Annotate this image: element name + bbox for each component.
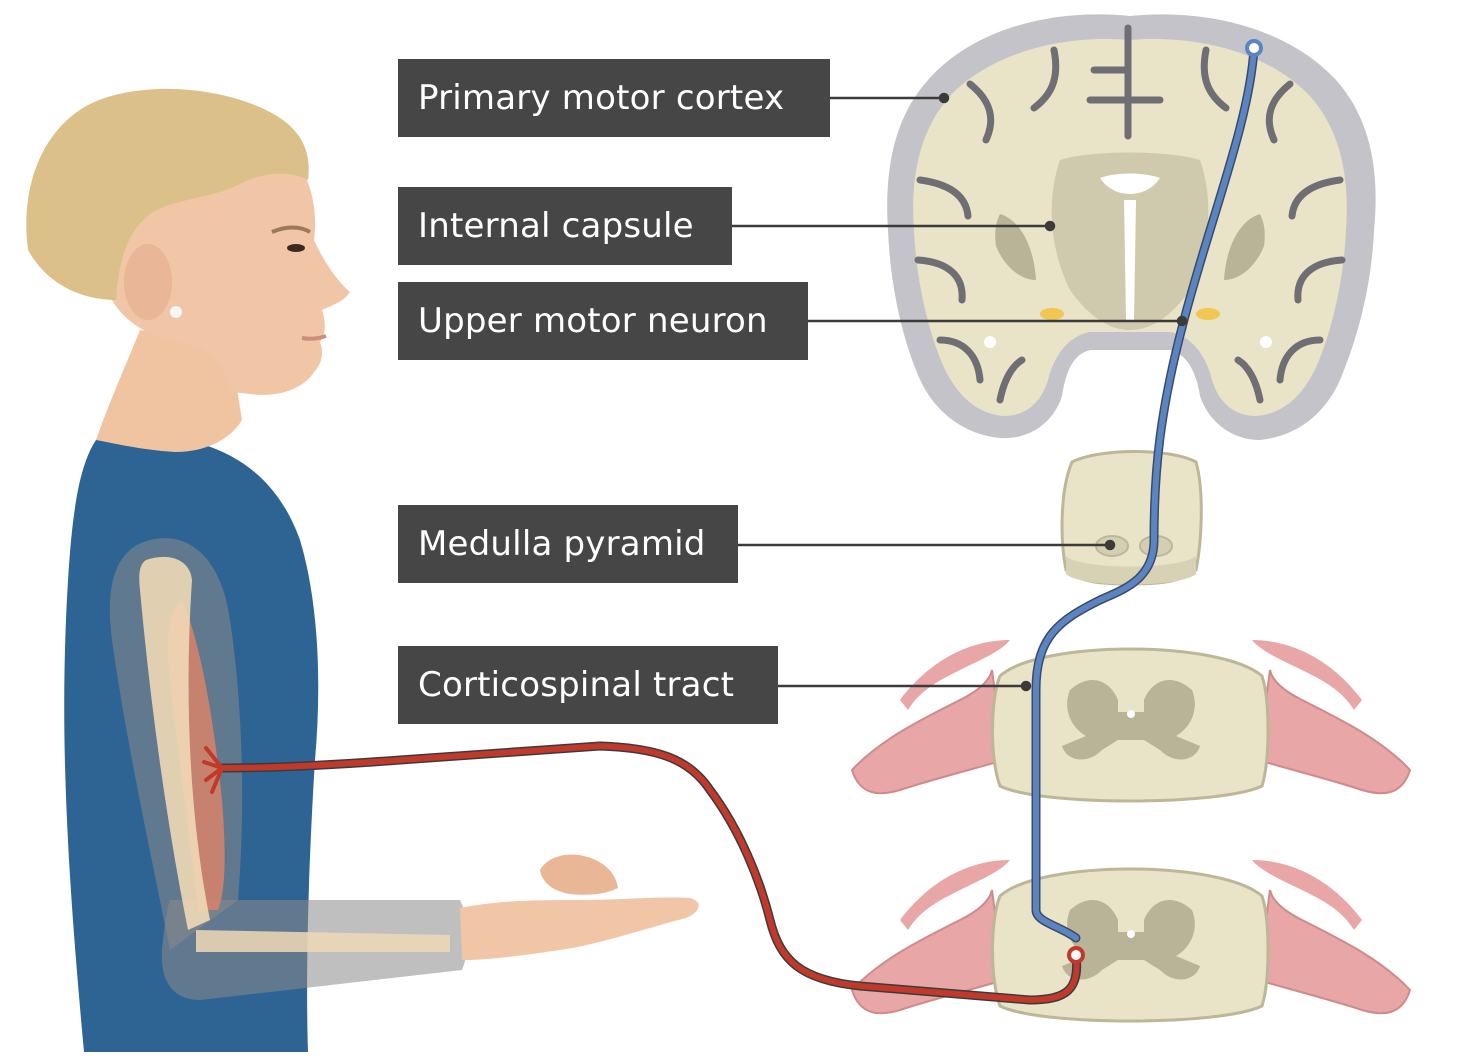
leader-dot-primary-motor-cortex [938,92,950,104]
leader-dot-medulla-pyramid [1104,539,1116,551]
lentiform-left [995,214,1036,280]
umn-path [1033,45,1257,941]
hippocampus-left [1040,308,1064,320]
gray-matter-upper [1062,679,1200,760]
upper-motor-neuron-pathway [1031,39,1263,943]
humerus-bone [139,556,210,930]
label-corticospinal-tract: Corticospinal tract [398,646,778,724]
hippocampus-right [1196,308,1220,320]
leader-dot-corticospinal-tract [1020,680,1032,692]
neuromuscular-junction-icon [202,746,224,794]
label-upper-motor-neuron: Upper motor neuron [398,282,808,360]
leader-lines [732,92,1188,692]
eye [287,244,305,252]
spinal-cord-lower [850,860,1412,1023]
third-ventricle [1124,200,1136,320]
central-canal-lower [1127,930,1135,938]
label-primary-motor-cortex: Primary motor cortex [398,59,830,137]
lmn-cell-body [1067,946,1085,964]
temporal-horn-right [1260,336,1272,348]
neck [96,330,242,452]
temporal-horn-left [984,336,996,348]
hand [460,897,699,960]
forearm-bones [196,930,450,952]
brain-sulci [914,24,1346,404]
lmn-path [219,743,1080,1003]
umn-cell-body [1245,39,1263,57]
leader-dot-upper-motor-neuron [1176,315,1188,327]
spinal-nerve-right-loop [1252,640,1362,710]
spinal-nerve-right-upper [1256,669,1412,795]
fingers [540,854,618,895]
spinal-nerve-right-loop-lower [1252,860,1362,930]
lateral-ventricle [1100,173,1160,194]
leader-dot-internal-capsule [1044,220,1056,232]
spinal-nerve-right-lower [1256,889,1412,1015]
lower-motor-neuron-pathway [202,741,1085,1005]
label-internal-capsule: Internal capsule [398,187,732,265]
spinal-nerve-left-loop-lower [900,860,1010,930]
label-medulla-pyramid: Medulla pyramid [398,505,738,583]
mouth [301,334,327,341]
medulla-cross-section [1060,450,1203,586]
gray-matter-lower [1062,899,1200,980]
eyebrow [271,225,312,234]
spinal-nerve-left-loop [900,640,1010,710]
central-canal-upper [1127,710,1135,718]
hair [26,88,309,300]
spinal-cord-upper [850,640,1412,803]
lentiform-right [1224,214,1265,280]
human-figure [26,88,699,1052]
ear [124,244,172,320]
medulla-base [1066,556,1196,585]
spinal-nerve-left-upper [850,669,1006,795]
earring [170,306,182,318]
